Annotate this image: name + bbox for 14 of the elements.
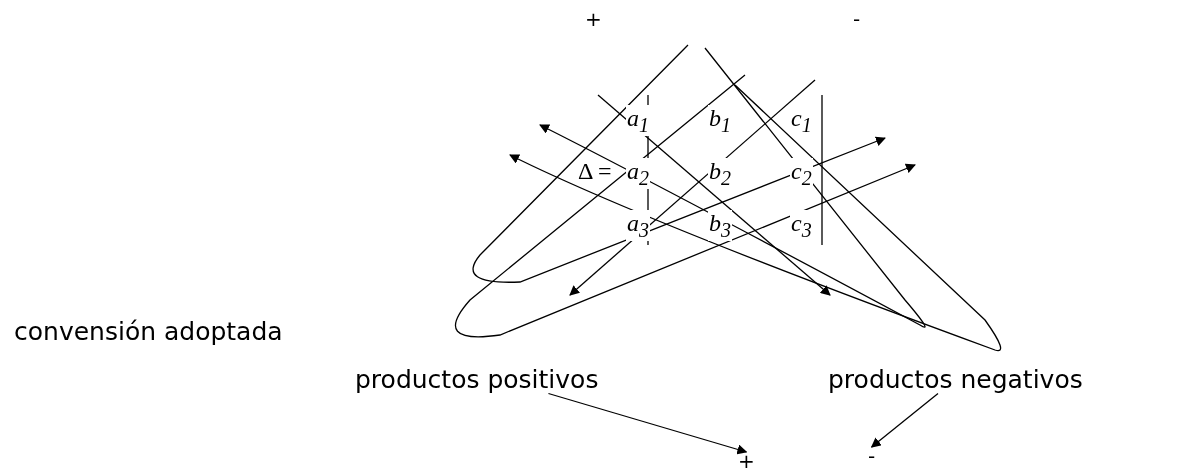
matrix-entry: a$_{3}$ — [626, 210, 650, 241]
text-label: productos negativos — [828, 366, 1083, 394]
sign-symbol: + — [738, 450, 755, 472]
matrix-entry: b$_{3}$ — [708, 210, 732, 241]
sign-symbol: + — [585, 8, 602, 30]
text-label: productos positivos — [355, 366, 599, 394]
text-label: convensión adoptada — [14, 318, 283, 346]
determinant-symbol: Δ = — [578, 158, 612, 185]
sign-symbol: - — [853, 8, 861, 30]
arrow — [547, 392, 748, 455]
matrix-entry: a$_{2}$ — [626, 158, 650, 189]
matrix-entry: a$_{1}$ — [626, 105, 650, 136]
arrow — [870, 392, 939, 448]
sign-symbol: - — [868, 445, 876, 467]
